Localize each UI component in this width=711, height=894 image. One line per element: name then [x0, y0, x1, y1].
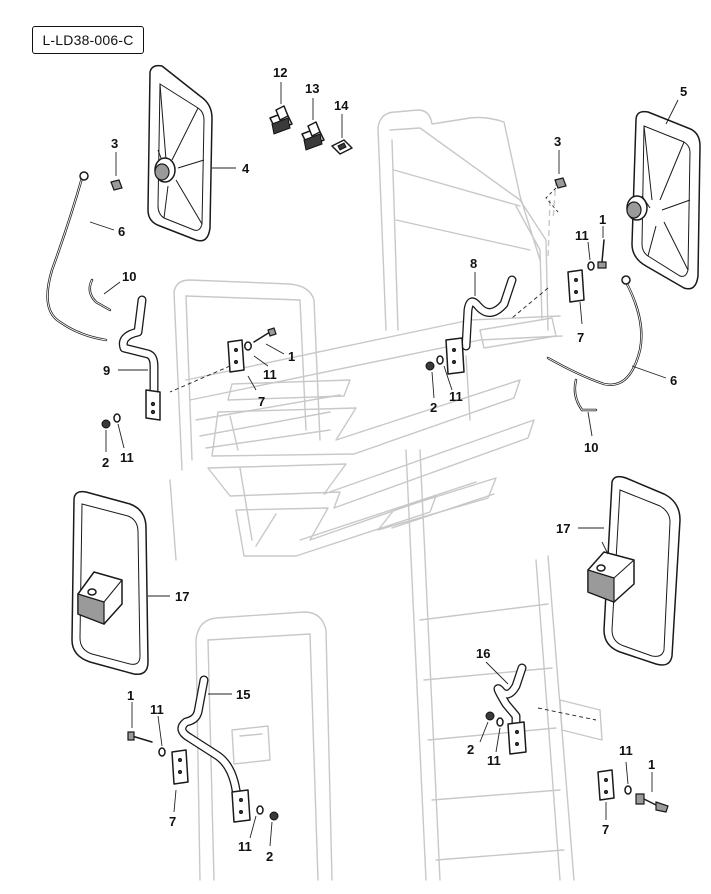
callout-8: 8 [470, 256, 477, 271]
callout-11-c: 11 [449, 389, 463, 404]
nut-2-c [269, 811, 279, 847]
callout-4: 4 [242, 161, 250, 176]
callout-labels: 12 13 14 3 3 4 5 6 10 1 11 8 7 1 9 11 6 … [102, 65, 687, 864]
bolt-1-b [597, 226, 607, 269]
mirror-arm-16 [485, 661, 597, 755]
mirror-arm-15 [177, 675, 251, 823]
callout-17-left: 17 [175, 589, 189, 604]
bracket-7-b [567, 269, 585, 325]
callout-12: 12 [273, 65, 287, 80]
callout-1-a: 1 [288, 349, 295, 364]
washer-11-g [495, 717, 504, 753]
nut-3-left [110, 152, 123, 191]
callout-13: 13 [305, 81, 319, 96]
brand-logo-watermark [207, 379, 535, 557]
callout-10-right: 10 [584, 440, 598, 455]
switch-12 [269, 82, 293, 135]
callout-2-b: 2 [430, 400, 437, 415]
mirror-4 [147, 64, 236, 242]
bracket-7-a [227, 339, 257, 391]
document-code-label: L-LD38-006-C [32, 26, 144, 54]
callout-11-b: 11 [120, 450, 134, 465]
bracket-7-d [597, 769, 615, 820]
callout-3-right: 3 [554, 134, 561, 149]
callout-11-g: 11 [487, 753, 501, 768]
mirror-17-right [578, 475, 681, 666]
cable-10-right [573, 378, 598, 437]
callout-1-d: 1 [648, 757, 655, 772]
clip-14 [331, 114, 353, 155]
callout-11-h: 11 [619, 743, 633, 758]
mirror-5 [626, 99, 701, 290]
callout-11-d: 11 [575, 228, 589, 243]
callout-3-left: 3 [111, 136, 118, 151]
callout-16: 16 [476, 646, 490, 661]
bolt-1-a [253, 327, 285, 355]
washer-11-d [587, 241, 595, 271]
callout-1-c: 1 [127, 688, 134, 703]
nut-3-right [545, 150, 567, 213]
switch-13 [301, 98, 325, 151]
washer-11-e [157, 715, 166, 757]
washer-11-a [244, 341, 269, 367]
nut-2-d [479, 711, 495, 743]
washer-11-h [624, 761, 632, 795]
callout-7-a: 7 [258, 394, 265, 409]
callout-5: 5 [680, 84, 687, 99]
callout-6-right: 6 [670, 373, 677, 388]
mirror-arm-8 [445, 272, 549, 375]
callout-11-a: 11 [263, 367, 277, 382]
callout-6-left: 6 [118, 224, 125, 239]
bolt-1-c [127, 702, 153, 743]
washer-11-f [249, 805, 264, 839]
callout-11-f: 11 [238, 839, 252, 854]
callout-7-d: 7 [602, 822, 609, 837]
callout-9: 9 [103, 363, 110, 378]
cable-6-left [46, 171, 115, 342]
washer-11-b [113, 413, 125, 449]
nut-2-a [101, 419, 111, 452]
washer-11-c [436, 355, 453, 391]
callout-17-right: 17 [556, 521, 570, 536]
callout-7-c: 7 [169, 814, 176, 829]
bolt-1-d [635, 772, 669, 813]
callout-1-b: 1 [599, 212, 606, 227]
callout-2-c: 2 [266, 849, 273, 864]
cab-frame-outline [169, 109, 603, 881]
callout-2-a: 2 [102, 455, 109, 470]
cable-10-left [88, 278, 121, 312]
callout-14: 14 [334, 98, 349, 113]
cable-6-right [546, 275, 667, 386]
callout-15: 15 [236, 687, 250, 702]
nut-2-b [425, 361, 435, 399]
mirror-arm-9 [118, 295, 231, 421]
callout-11-e: 11 [150, 702, 164, 717]
callout-10-left: 10 [122, 269, 136, 284]
mirror-17-left [71, 490, 170, 675]
bracket-7-c [171, 749, 189, 813]
callout-2-d: 2 [467, 742, 474, 757]
callout-7-b: 7 [577, 330, 584, 345]
